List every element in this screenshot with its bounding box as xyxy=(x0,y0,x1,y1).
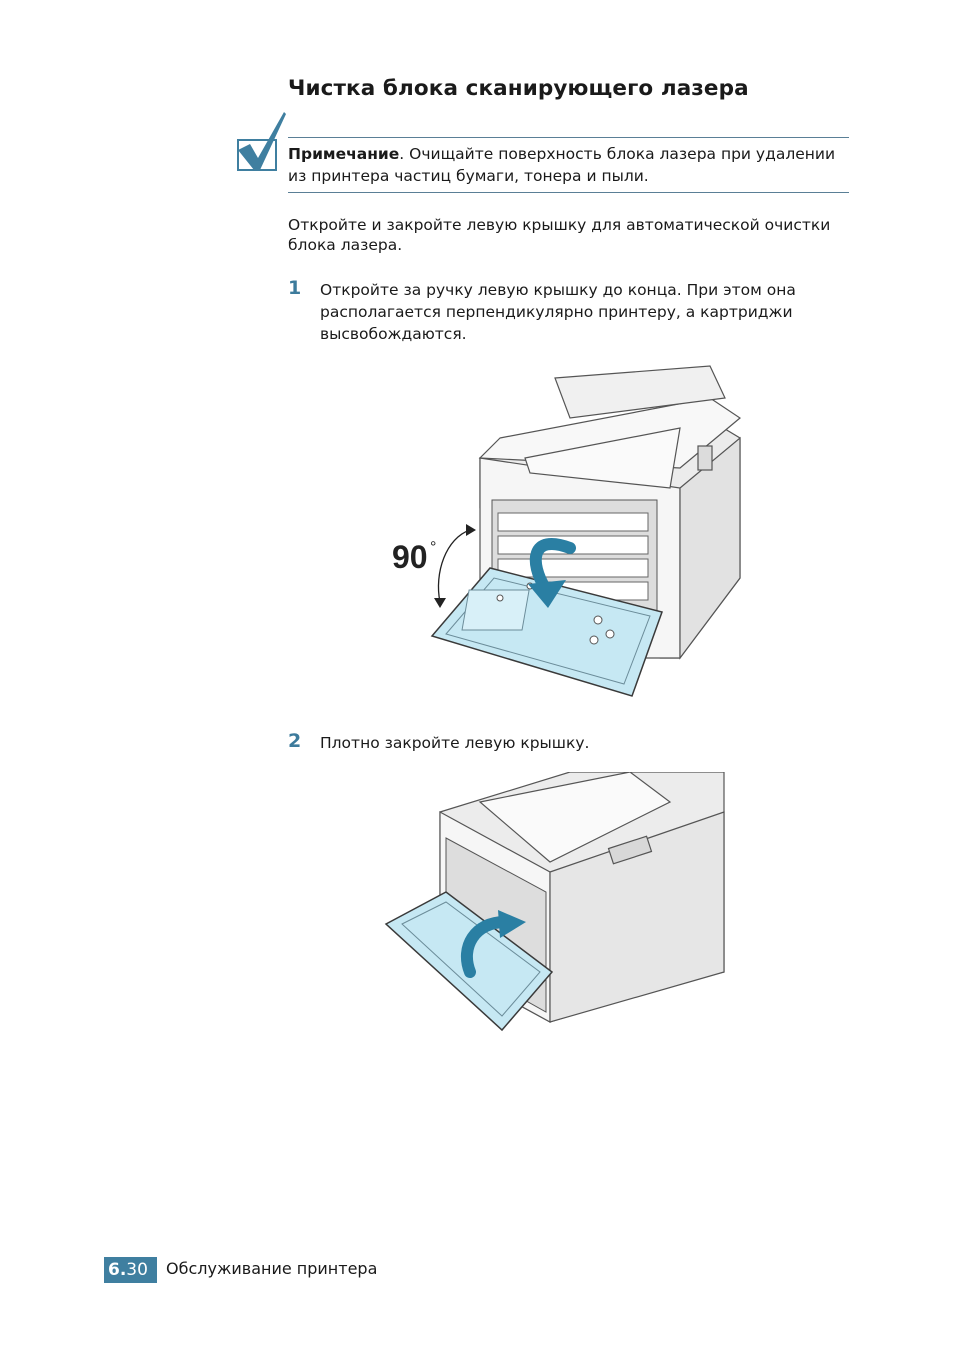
page-number-badge: 6.30 xyxy=(104,1257,157,1283)
printer-door-close-illustration xyxy=(384,772,725,1032)
intro-paragraph: Откройте и закройте левую крышку для авт… xyxy=(288,216,831,254)
note-top-rule xyxy=(288,137,849,138)
degree-mark: ° xyxy=(430,539,436,556)
note-label: Примечание xyxy=(288,145,400,163)
printer-door-open-illustration: 90 ° xyxy=(392,365,742,697)
door-open-arrow xyxy=(529,538,576,594)
step-2-text: Плотно закройте левую крышку. xyxy=(320,734,590,752)
step-1-number: 1 xyxy=(288,277,302,299)
footer-section-title: Обслуживание принтера xyxy=(166,1259,378,1278)
page-title: Чистка блока сканирующего лазера xyxy=(288,76,749,101)
chapter-number: 6. xyxy=(108,1260,127,1280)
note-body: . Очищайте поверхность блока лазера при … xyxy=(288,145,836,185)
step-1-text: Откройте за ручку левую крышку до конца.… xyxy=(320,281,796,343)
checkmark-note-icon xyxy=(237,112,286,171)
note-bottom-rule xyxy=(288,192,849,193)
door-close-arrow xyxy=(460,916,511,978)
note-text: Примечание. Очищайте поверхность блока л… xyxy=(288,143,848,187)
step-2-number: 2 xyxy=(288,730,302,752)
angle-label: 90 xyxy=(392,539,428,575)
page-number: 30 xyxy=(126,1260,148,1280)
